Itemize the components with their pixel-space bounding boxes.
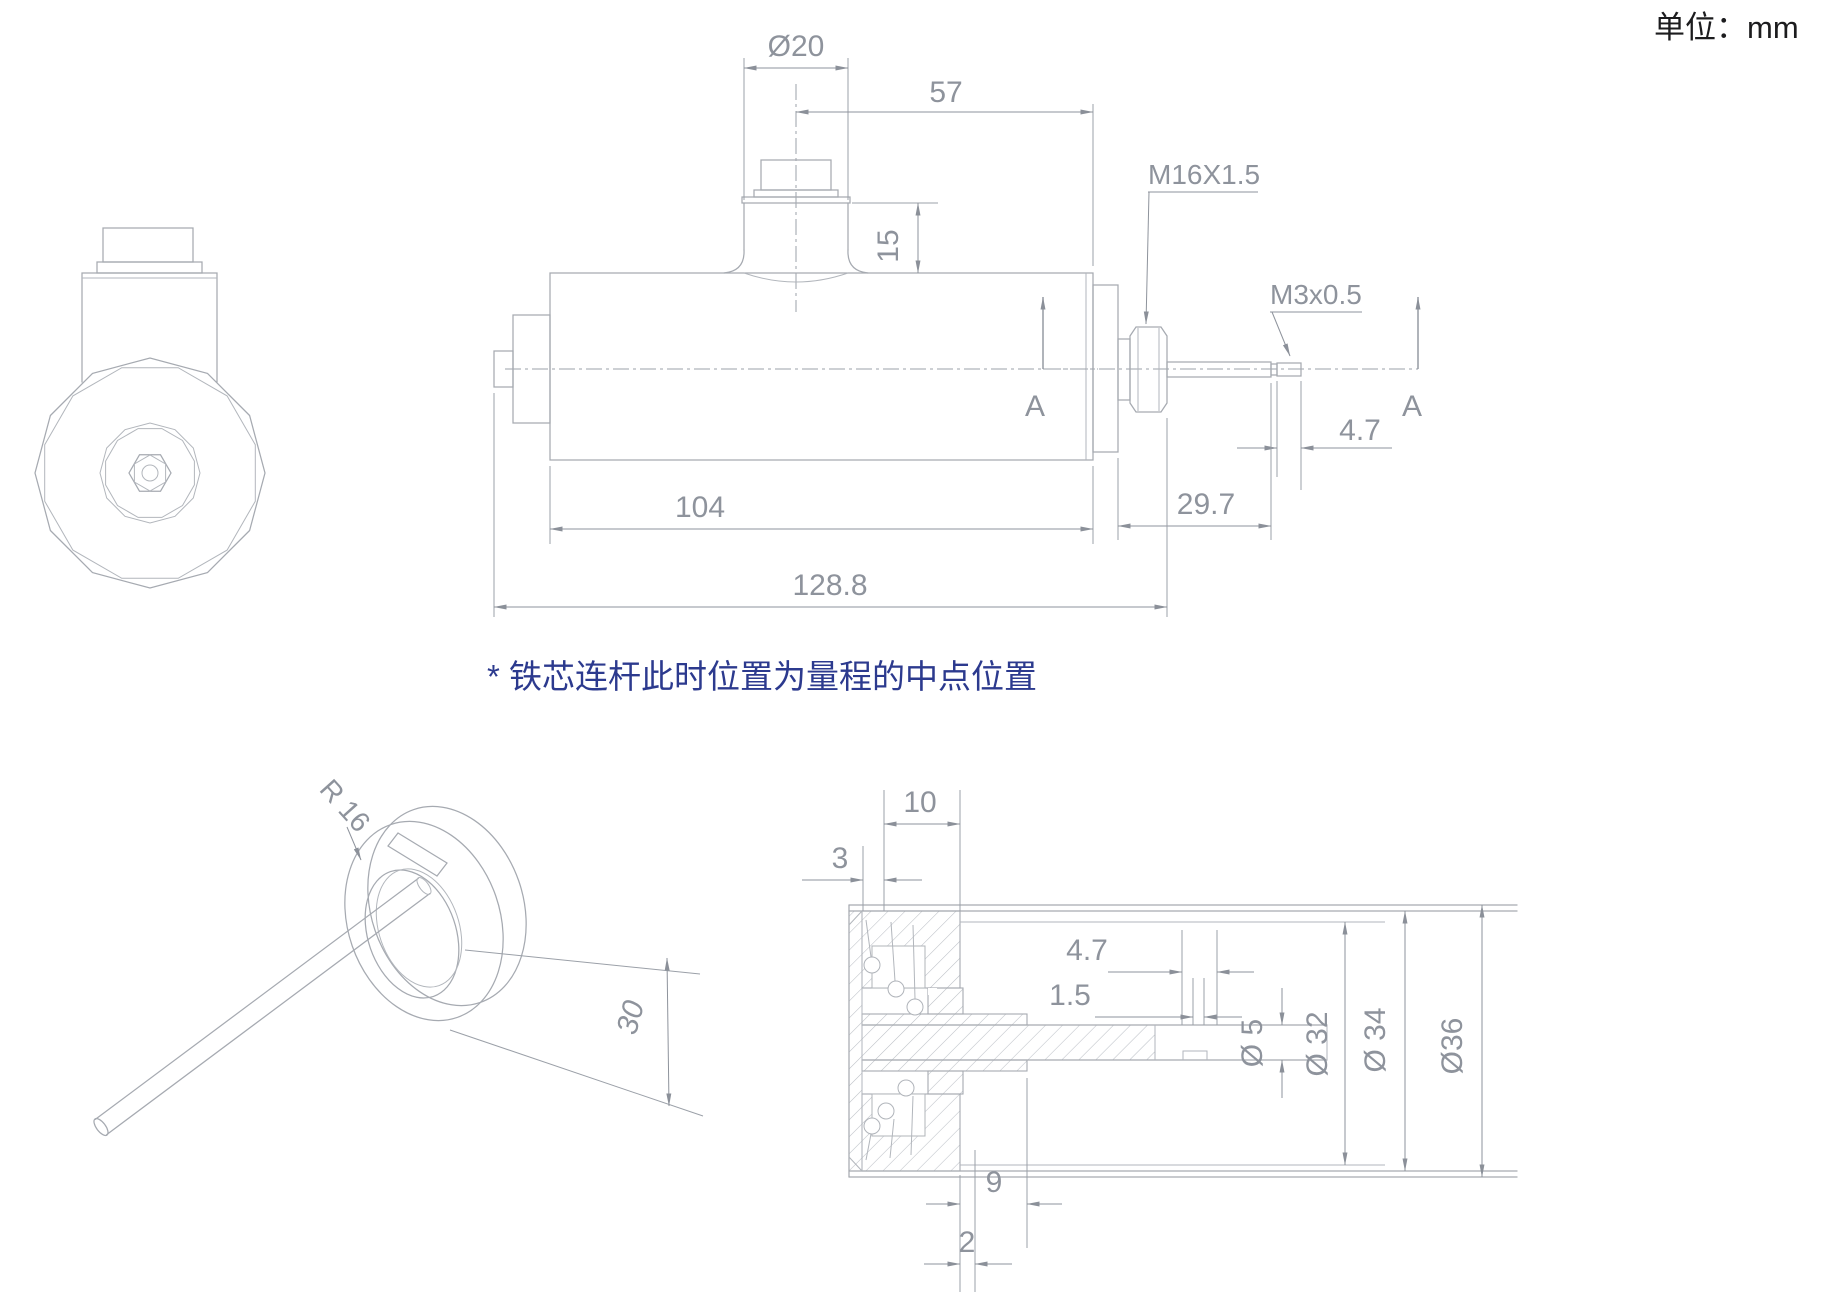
main-side-view: Ø20 57 15 A A M16X1.5	[493, 30, 1422, 617]
dim-label-3: 3	[832, 842, 849, 875]
dim-d34: Ø 34	[1359, 910, 1408, 1172]
section-arrow-left: A	[1025, 296, 1098, 423]
dim-15-groove: 1.5	[1049, 978, 1242, 1025]
section-spring-bottom	[863, 1079, 915, 1161]
dim-label-d34: Ø 34	[1359, 1007, 1392, 1072]
sensor-body	[549, 272, 1094, 461]
front-body-tube	[81, 272, 218, 383]
iso-disc-slot	[387, 832, 448, 877]
dim-297: 29.7	[1117, 383, 1272, 540]
section-bottom-bump	[927, 1070, 964, 1095]
dim-10: 10	[883, 786, 961, 911]
dim-label-d5: Ø 5	[1236, 1019, 1269, 1067]
section-top-sleeve	[861, 1013, 1028, 1026]
dim-label-d36: Ø36	[1436, 1018, 1469, 1075]
dim-label-15: 15	[872, 229, 905, 262]
dim-47-section: 4.7	[1066, 930, 1254, 1025]
connector-wide-flange	[741, 196, 851, 204]
dim-2: 2	[924, 1150, 1012, 1292]
dim-104: 104	[549, 466, 1094, 544]
dim-label-30: 30	[611, 997, 652, 1038]
section-core-rod	[861, 1024, 1328, 1061]
rod-threaded-tip	[1276, 362, 1302, 377]
front-view	[34, 227, 266, 589]
left-cap	[493, 350, 514, 388]
iso-disc-hole	[364, 869, 460, 999]
dim-label-57: 57	[929, 76, 962, 109]
boss-intersection-curve	[743, 272, 849, 283]
section-left-wall-hatch	[849, 911, 862, 1171]
section-label-a-left: A	[1025, 390, 1045, 423]
dim-d5: Ø 5	[1236, 988, 1285, 1098]
dim-d20: Ø20	[743, 30, 849, 200]
label-r16: R 16	[314, 773, 377, 838]
dim-15: 15	[852, 202, 938, 274]
label-m3: M3x0.5	[1270, 279, 1362, 310]
iso-disc-back	[367, 805, 527, 1007]
dim-label-d20: Ø20	[768, 30, 825, 63]
section-arrow-right: A	[1362, 296, 1422, 423]
iso-core-rod-view: R 16 30	[93, 773, 704, 1137]
connector-fillet-right	[847, 249, 869, 274]
dim-label-15g: 1.5	[1049, 979, 1091, 1012]
label-m16: M16X1.5	[1148, 159, 1260, 190]
dim-1288: 128.8	[493, 393, 1168, 617]
rod-groove	[1182, 1050, 1208, 1060]
dim-label-d32: Ø 32	[1301, 1011, 1334, 1076]
callout-m16: M16X1.5	[1143, 159, 1260, 325]
dim-label-47s: 4.7	[1066, 934, 1108, 967]
iso-disc-front	[344, 820, 504, 1022]
core-position-note: * 铁芯连杆此时位置为量程的中点位置	[487, 658, 1037, 695]
dim-label-47: 4.7	[1339, 414, 1381, 447]
section-bottom-sleeve	[861, 1059, 1028, 1072]
dim-label-10: 10	[903, 786, 936, 819]
callout-m3: M3x0.5	[1270, 279, 1362, 357]
dim-57: 57	[795, 76, 1094, 266]
dim-9: 9	[926, 1078, 1062, 1248]
front-connector-cap	[102, 227, 194, 263]
section-label-a-right: A	[1402, 390, 1422, 423]
dim-label-9: 9	[986, 1166, 1003, 1199]
callout-r16: R 16	[314, 773, 377, 861]
front-mid-ring-outer	[99, 422, 201, 524]
dim-label-1288: 128.8	[792, 569, 867, 602]
dim-label-104: 104	[675, 491, 725, 524]
front-knurled-ring-outer	[34, 357, 266, 589]
front-mid-ring-inner	[105, 428, 195, 518]
connector-fillet-left	[723, 249, 745, 274]
dim-30: 30	[449, 949, 704, 1117]
dim-47-tip: 4.7	[1237, 381, 1392, 490]
m16-nut	[1129, 326, 1168, 413]
section-spring-top	[863, 919, 924, 1016]
dim-d36: Ø36	[1436, 904, 1485, 1178]
dim-d32: Ø 32	[1301, 921, 1348, 1166]
dim-label-2: 2	[959, 1226, 976, 1259]
dim-label-297: 29.7	[1177, 488, 1235, 521]
units-note: 单位：mm	[1654, 10, 1799, 45]
iso-rod	[93, 877, 432, 1137]
front-hex-outer	[128, 454, 172, 492]
front-connector-flange	[96, 261, 203, 274]
section-view: 10 3 4.7 1.5 Ø 5	[802, 786, 1518, 1292]
dim-3: 3	[802, 842, 922, 911]
front-hex-inner	[133, 454, 167, 492]
front-center-hole	[141, 464, 159, 482]
front-knurled-ring-inner	[44, 367, 256, 579]
iso-disc-hole-rim	[375, 868, 463, 988]
